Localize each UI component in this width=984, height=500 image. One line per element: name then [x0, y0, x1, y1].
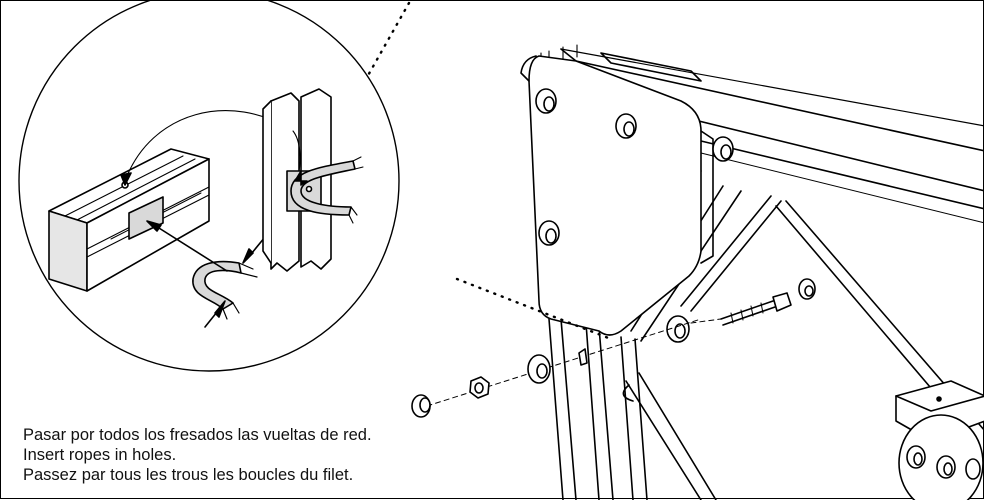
leader-lines — [347, 1, 613, 341]
instruction-caption: Pasar por todos los fresados las vueltas… — [21, 425, 374, 485]
plate-bolt-heads — [535, 88, 734, 246]
exploded-bolt-assembly — [411, 278, 816, 418]
milled-block-icon — [48, 148, 210, 292]
indicator-arrows — [146, 220, 266, 328]
rope-loop-icon — [192, 260, 258, 320]
pulley-icon — [895, 380, 984, 500]
corner-plate — [520, 55, 714, 336]
nut-icon — [469, 376, 490, 399]
instruction-english: Insert ropes in holes. — [23, 446, 177, 464]
instruction-spanish: Pasar por todos los fresados las vueltas… — [23, 426, 372, 444]
frame-structure — [540, 44, 984, 500]
bolt-icon — [772, 292, 792, 312]
net-board — [262, 88, 364, 272]
instruction-french: Passez par tous les trous les boucles du… — [23, 466, 354, 484]
board-arc — [292, 130, 301, 172]
